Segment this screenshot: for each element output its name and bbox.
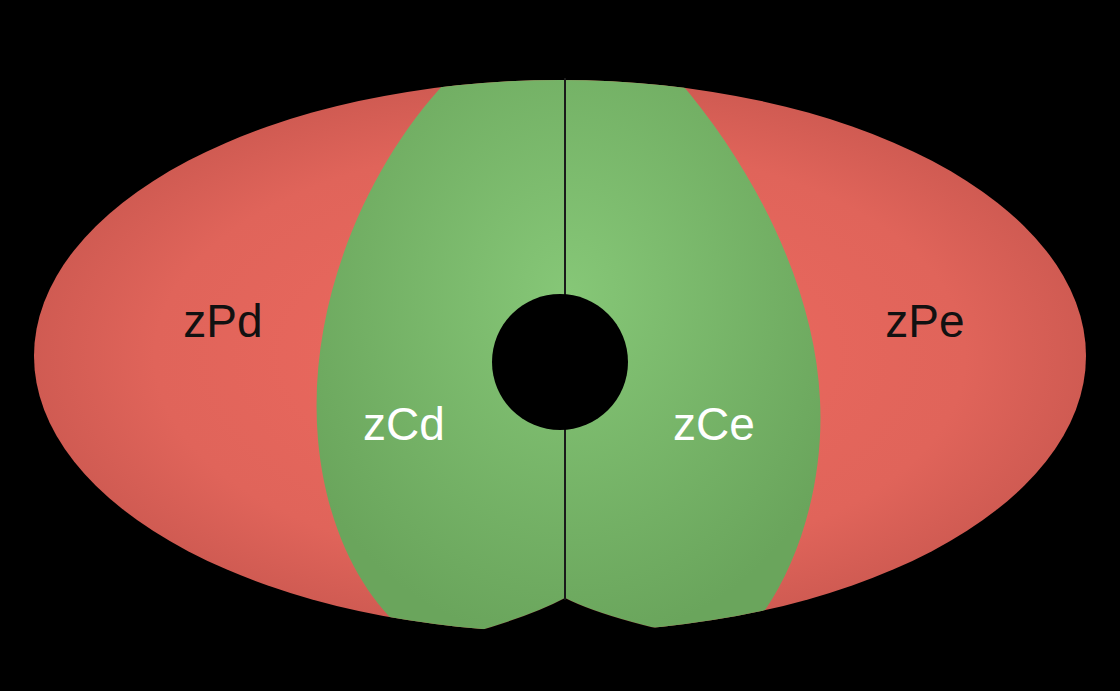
central-zone	[317, 60, 821, 645]
zone-label: zPe	[885, 298, 964, 344]
zone-label: zCe	[673, 401, 755, 447]
notch	[425, 598, 735, 691]
zone-label: zCd	[363, 401, 445, 447]
zone-label: zPd	[183, 298, 262, 344]
urethra-hole	[492, 294, 628, 430]
